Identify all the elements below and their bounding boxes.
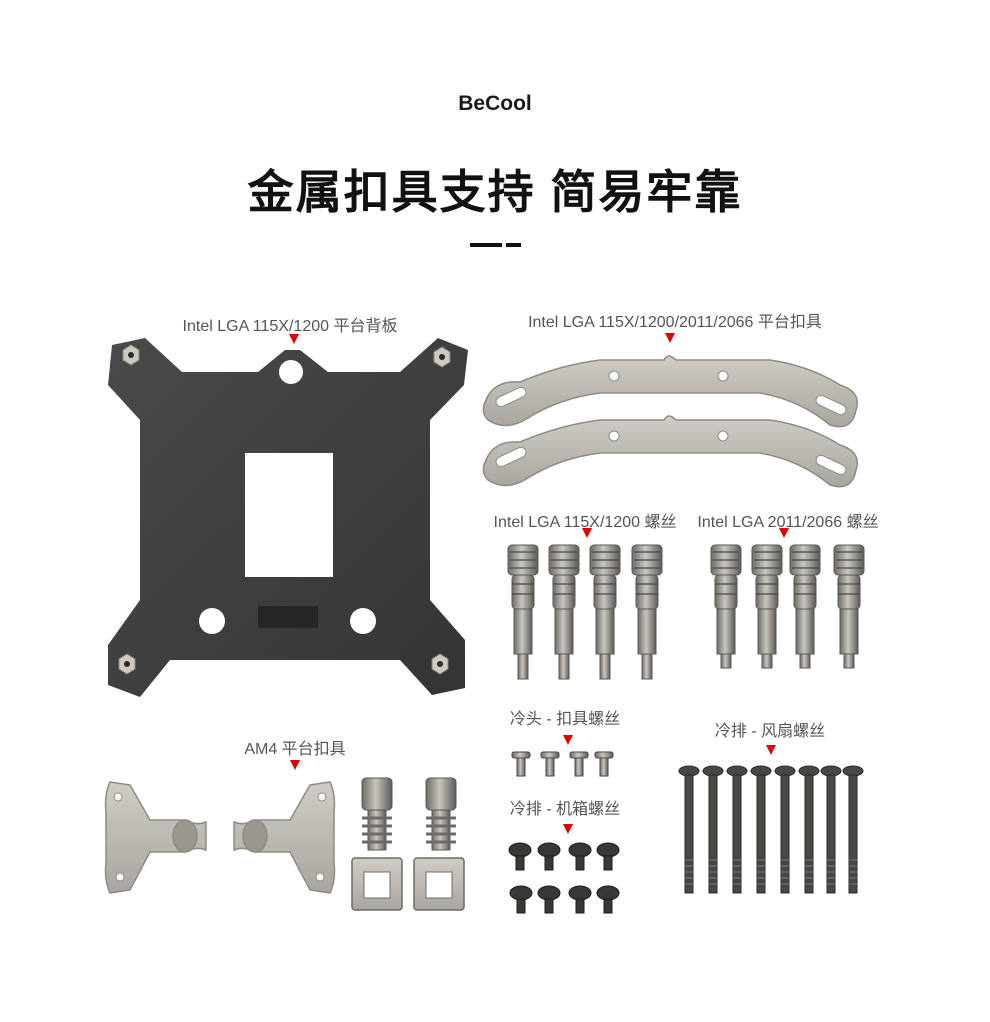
marker-coldhead-screws xyxy=(563,735,573,745)
label-intel-backplate: Intel LGA 115X/1200 平台背板 xyxy=(182,318,398,335)
label-am4-brackets: AM4 平台扣具 xyxy=(244,741,346,758)
label-intel-2011-screws: Intel LGA 2011/2066 螺丝 xyxy=(697,514,879,531)
label-intel-115x-screws: Intel LGA 115X/1200 螺丝 xyxy=(493,514,677,531)
divider-long xyxy=(470,243,502,247)
marker-intel-backplate xyxy=(289,334,299,344)
divider-short xyxy=(506,243,521,247)
marker-intel-brackets xyxy=(665,333,675,343)
marker-intel-115x-screws xyxy=(582,528,592,538)
marker-am4-brackets xyxy=(290,760,300,770)
brand-name: BeCool xyxy=(458,92,532,115)
label-intel-brackets: Intel LGA 115X/1200/2011/2066 平台扣具 xyxy=(528,314,822,331)
label-radiator-case-screws: 冷排 - 机箱螺丝 xyxy=(509,801,621,818)
label-coldhead-screws: 冷头 - 扣具螺丝 xyxy=(509,711,621,728)
page-headline: 金属扣具支持 简易牢靠 xyxy=(247,166,743,218)
marker-radiator-case-screws xyxy=(563,824,573,834)
marker-intel-2011-screws xyxy=(779,528,789,538)
label-radiator-fan-screws: 冷排 - 风扇螺丝 xyxy=(714,723,826,740)
marker-radiator-fan-screws xyxy=(766,745,776,755)
